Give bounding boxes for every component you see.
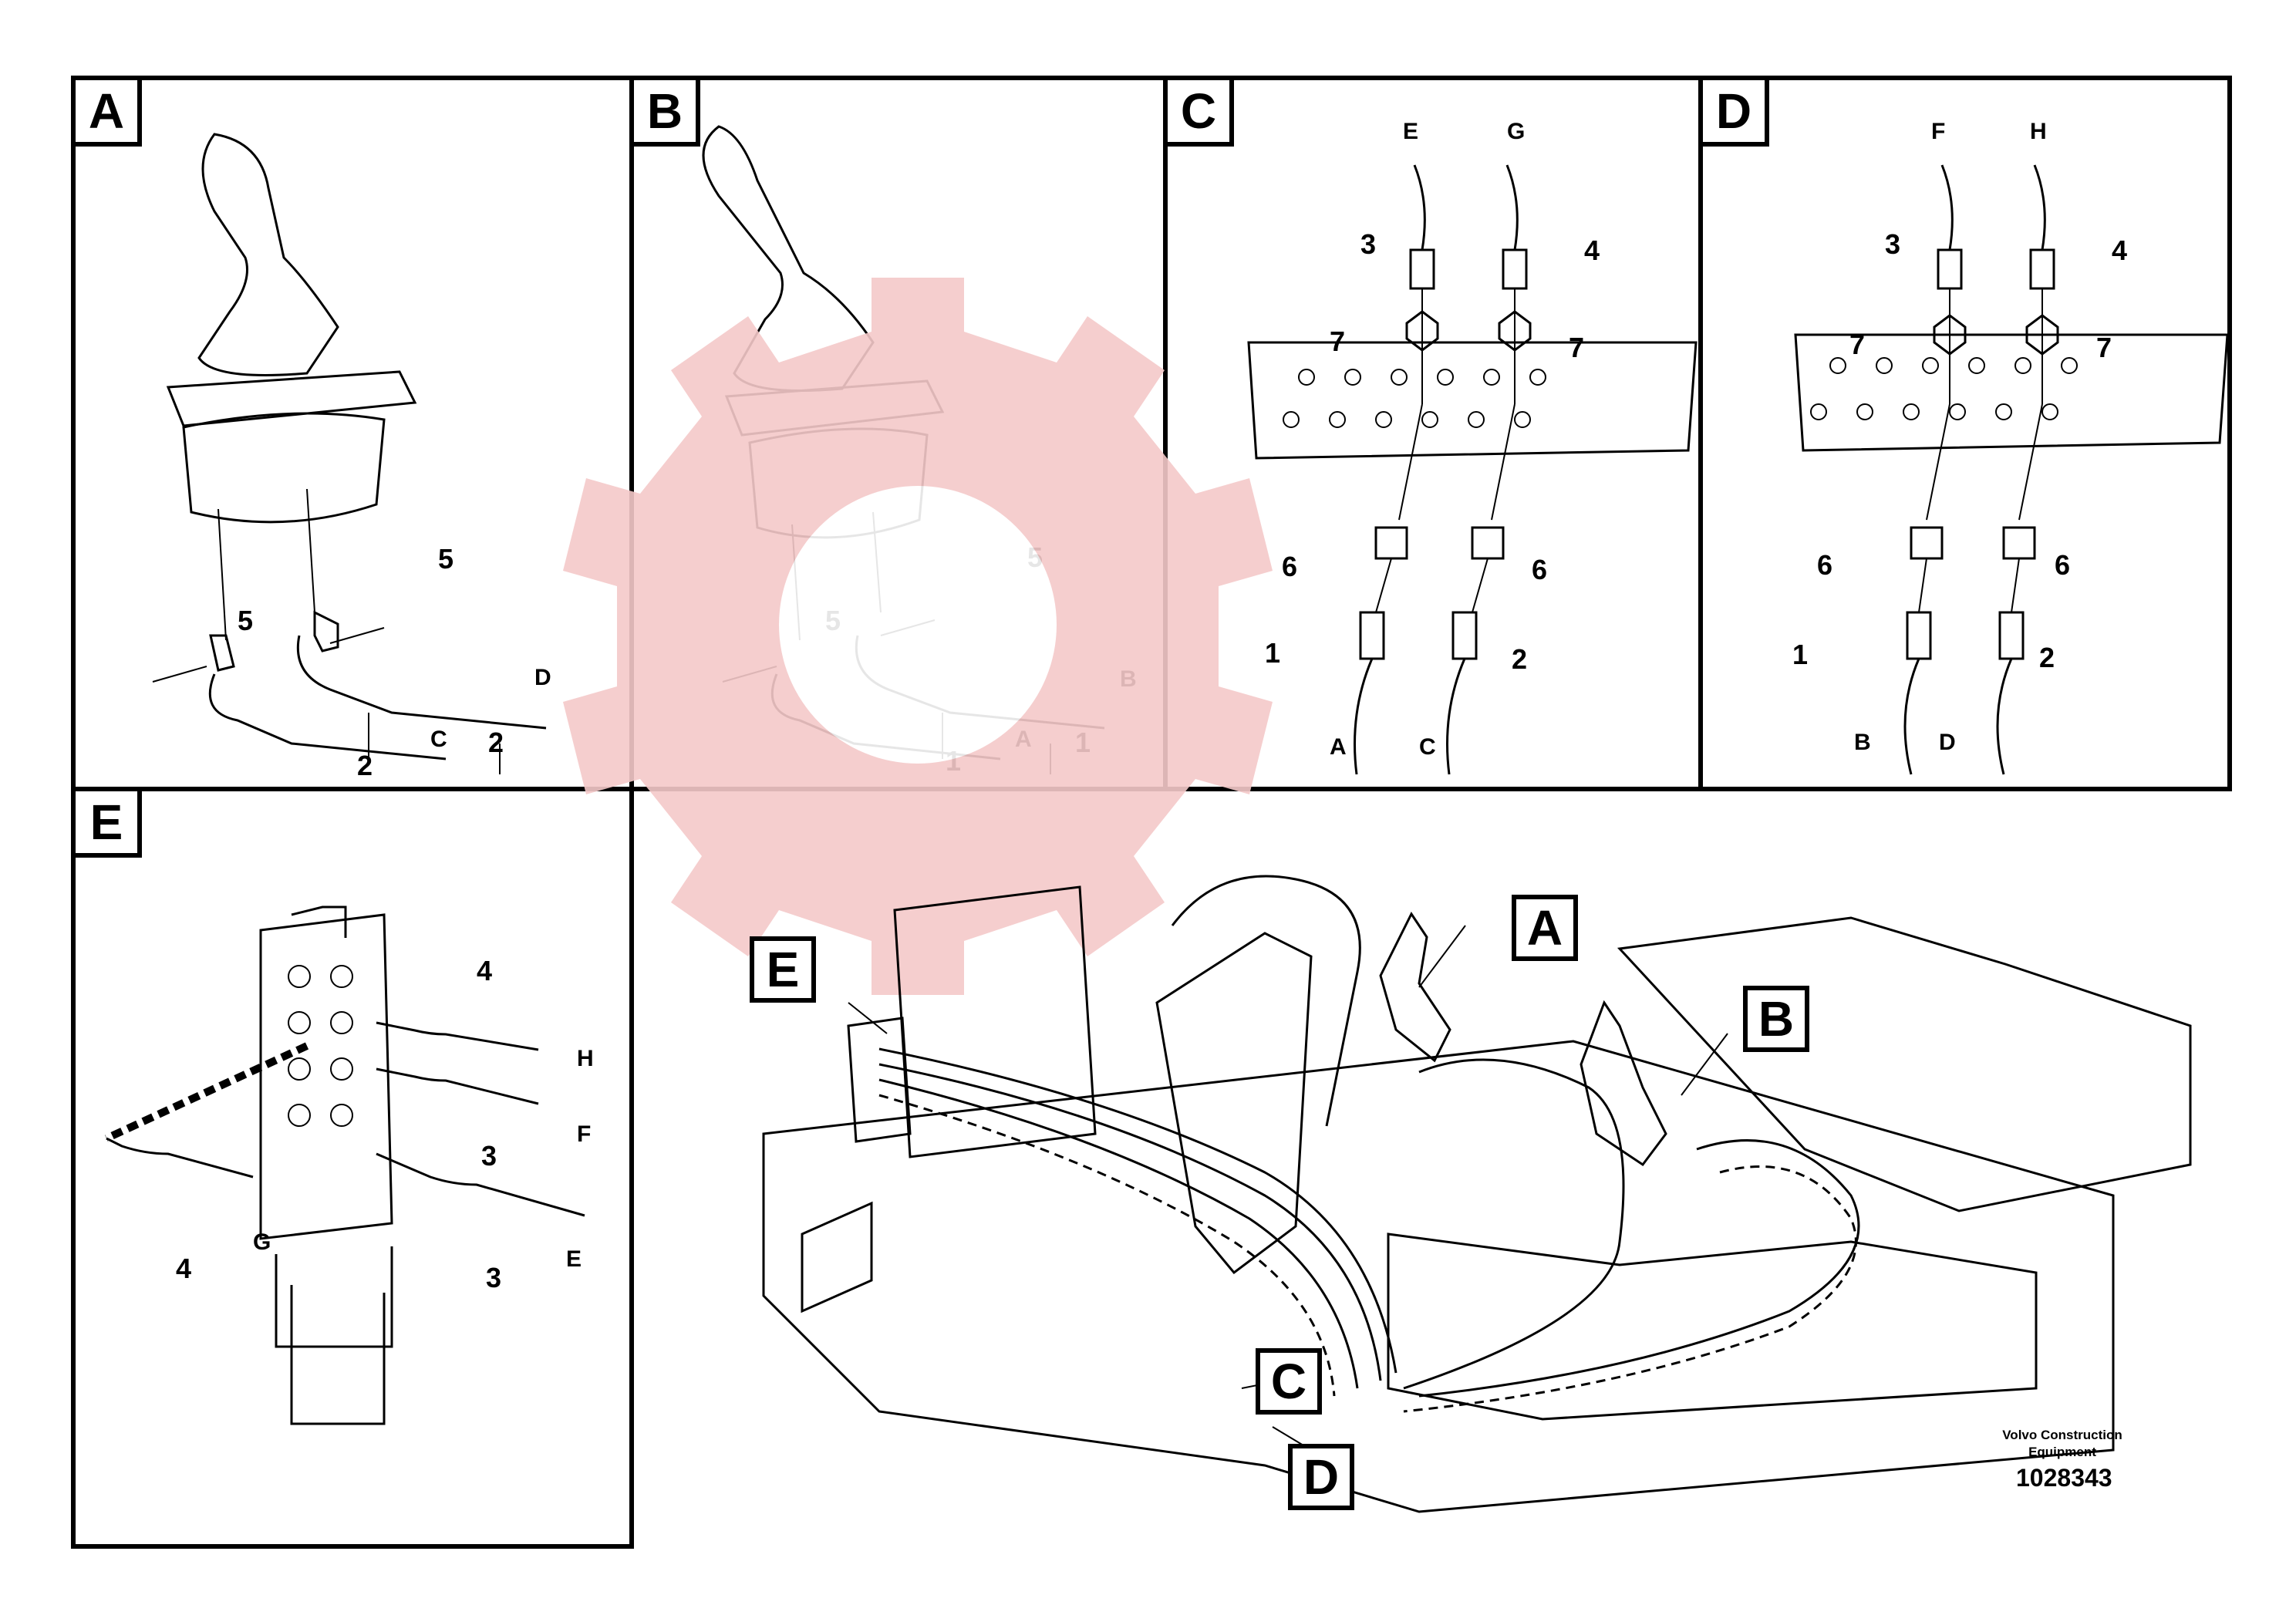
credit-line-1: Volvo Construction bbox=[2002, 1428, 2122, 1442]
line-label-b: B bbox=[1120, 666, 1137, 692]
line-label-g: G bbox=[253, 1229, 271, 1255]
callout-4: 4 bbox=[1584, 234, 1600, 266]
callout-5-lower: 5 bbox=[825, 605, 841, 636]
callout-7-right: 7 bbox=[2096, 332, 2112, 363]
callout-6-right: 6 bbox=[2055, 549, 2071, 581]
line-label-f: F bbox=[577, 1121, 592, 1147]
panel-b-tag: B bbox=[629, 76, 700, 147]
panel-c-tag: C bbox=[1163, 76, 1234, 147]
overview-callout-e: E bbox=[750, 936, 816, 1003]
callout-7-right: 7 bbox=[1569, 332, 1585, 363]
document-number: 1028343 bbox=[2016, 1464, 2112, 1492]
callout-5-upper: 5 bbox=[438, 543, 454, 575]
line-label-e: E bbox=[566, 1246, 582, 1272]
overview-callout-b: B bbox=[1743, 986, 1809, 1052]
line-label-a: A bbox=[1015, 727, 1032, 752]
callout-4-lower: 4 bbox=[176, 1253, 192, 1284]
top-label-f: F bbox=[1931, 119, 1946, 144]
overview-callout-a: A bbox=[1512, 895, 1578, 961]
callout-1-right: 1 bbox=[1075, 727, 1091, 758]
panel-b: B 5 5 1 1 A B bbox=[629, 76, 1168, 791]
callout-5-upper: 5 bbox=[1027, 541, 1043, 573]
callout-3: 3 bbox=[1885, 228, 1901, 260]
bottom-label-c: C bbox=[1419, 734, 1436, 760]
callout-1: 1 bbox=[1792, 639, 1809, 670]
joystick-left-drawing bbox=[152, 133, 547, 774]
callout-6-left: 6 bbox=[1817, 549, 1833, 581]
callout-7-left: 7 bbox=[1330, 325, 1346, 357]
callout-2: 2 bbox=[1512, 643, 1528, 675]
line-label-d: D bbox=[534, 665, 551, 690]
callout-5-lower: 5 bbox=[238, 605, 254, 636]
bottom-label-d: D bbox=[1939, 730, 1956, 755]
panel-a: A 5 5 2 2 C D bbox=[71, 76, 634, 791]
valve-block-drawing bbox=[104, 905, 585, 1425]
line-label-c: C bbox=[430, 727, 447, 752]
panel-e: E 4 3 3 4 H F E G bbox=[71, 787, 634, 1549]
bulkhead-d-drawing bbox=[1794, 164, 2227, 775]
top-label-h: H bbox=[2030, 119, 2047, 144]
callout-2-right: 2 bbox=[488, 727, 504, 758]
top-label-e: E bbox=[1403, 119, 1419, 144]
callout-3: 3 bbox=[1360, 228, 1377, 260]
bottom-label-a: A bbox=[1330, 734, 1347, 760]
panel-c: C E G 3 4 7 7 6 6 bbox=[1163, 76, 1703, 791]
panel-d-tag: D bbox=[1698, 76, 1769, 147]
panel-a-tag: A bbox=[71, 76, 142, 147]
callout-7-left: 7 bbox=[1849, 329, 1866, 360]
callout-2-left: 2 bbox=[357, 750, 373, 781]
bulkhead-c-drawing bbox=[1247, 164, 1698, 775]
callout-4: 4 bbox=[2112, 234, 2128, 266]
top-label-g: G bbox=[1507, 119, 1526, 144]
panel-d: D F H 3 4 7 7 6 6 bbox=[1698, 76, 2232, 791]
credit-line-2: Equipment bbox=[2028, 1445, 2096, 1459]
callout-3-middle: 3 bbox=[481, 1140, 497, 1172]
callout-1-left: 1 bbox=[946, 745, 962, 777]
joystick-right-drawing bbox=[702, 125, 1105, 774]
callout-1: 1 bbox=[1265, 637, 1281, 669]
callout-6-left: 6 bbox=[1282, 551, 1298, 582]
overview-callout-d: D bbox=[1288, 1444, 1354, 1510]
line-label-h: H bbox=[577, 1046, 594, 1071]
callout-3-lower: 3 bbox=[486, 1262, 502, 1293]
callout-4-upper: 4 bbox=[477, 955, 493, 986]
overview-callout-c: C bbox=[1256, 1348, 1322, 1415]
panel-e-tag: E bbox=[71, 787, 142, 858]
bottom-label-b: B bbox=[1854, 730, 1871, 755]
callout-6-right: 6 bbox=[1532, 554, 1548, 585]
callout-2: 2 bbox=[2039, 642, 2055, 673]
